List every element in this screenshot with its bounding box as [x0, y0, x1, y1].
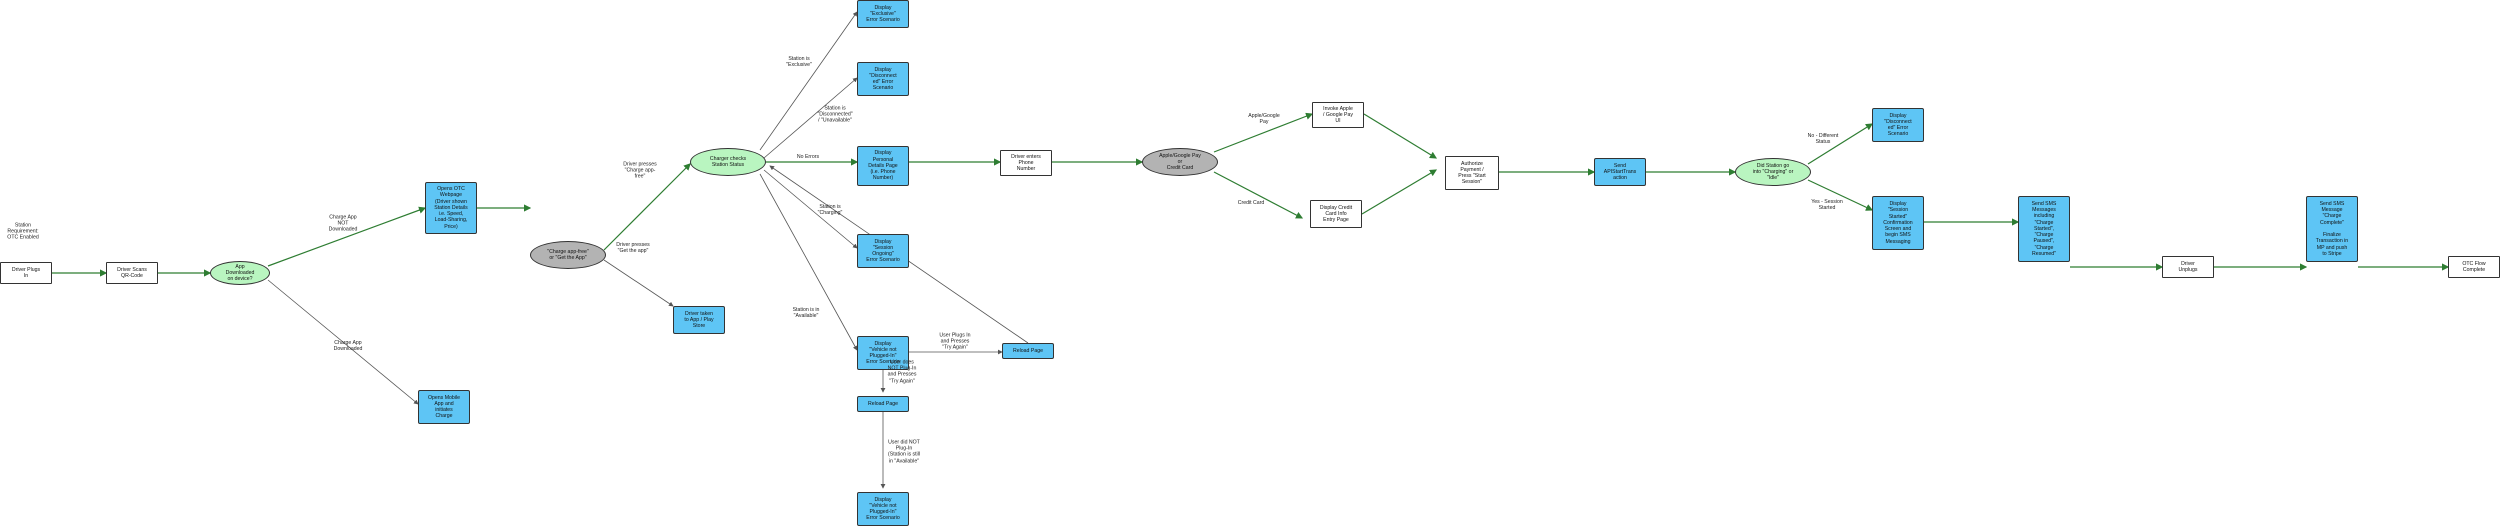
- label-no-different-status: No - Different Status: [1807, 132, 1839, 145]
- node-charger-checks-status: Charger checks Station Status: [690, 148, 766, 176]
- node-display-vehicle-not-plugged-error-2: Display "Vehicle not Plugged-In" Error S…: [857, 492, 909, 526]
- node-app-downloaded-decision: App Downloaded on device?: [210, 261, 270, 285]
- label-user-does-not-plug: User does NOT Plug-In and Presses "Try A…: [887, 359, 917, 385]
- node-display-personal-details: Display Personal Details Page (i.e. Phon…: [857, 146, 909, 186]
- node-opens-otc-webpage: Opens OTC Webpage (Driver shown Station …: [425, 182, 477, 234]
- label-driver-presses-get-app: Driver presses "Get the app": [616, 241, 650, 254]
- label-charge-app-not-downloaded: Charge App NOT Downloaded: [328, 214, 358, 234]
- edge-charge-app-free: [603, 163, 691, 251]
- label-station-available: Station is in "Available": [792, 306, 820, 319]
- node-invoke-apple-google-pay: Invoke Apple / Google Pay UI: [1312, 102, 1364, 128]
- label-credit-card: Credit Card: [1237, 199, 1265, 206]
- node-driver-unplugs: Driver Unplugs: [2162, 256, 2214, 278]
- label-station-charging: Station is "Charging": [817, 203, 843, 216]
- edge-get-the-app: [603, 259, 674, 307]
- edge-to-disconnected: [763, 77, 858, 159]
- node-did-station-go-charging: Did Station go into "Charging" or "Idle": [1735, 158, 1811, 186]
- node-reload-page-below: Reload Page: [857, 396, 909, 412]
- node-authorize-payment: Authorize Payment / Press "Start Session…: [1445, 156, 1499, 190]
- edge-app-not-downloaded: [267, 206, 427, 267]
- edge-to-session-started: [1807, 179, 1874, 211]
- node-send-sms-messages: Send SMS Messages including "Charge Star…: [2018, 196, 2070, 262]
- label-station-exclusive: Station is "Exclusive": [786, 55, 812, 68]
- node-charge-or-get-app-decision: "Charge app-free" or "Get the App": [530, 241, 606, 269]
- edge-to-disconnected-2: [1807, 123, 1874, 165]
- label-station-requirements: Station Requirement: OTC Enabled: [7, 222, 39, 242]
- node-display-credit-card-page: Display Credit Card Info Entry Page: [1310, 200, 1362, 228]
- node-pay-method-decision: Apple/Google Pay or Credit Card: [1142, 148, 1218, 176]
- node-reload-page-right: Reload Page: [1002, 343, 1054, 359]
- label-yes-session-started: Yes - Session Started: [1811, 198, 1843, 211]
- node-display-disconnected-error-2: Display "Disconnect ed" Error Scenario: [1872, 108, 1924, 142]
- node-driver-enters-phone: Driver enters Phone Number: [1000, 150, 1052, 176]
- edge-apple-to-authorize: [1363, 113, 1438, 159]
- node-driver-plugs-in: Driver Plugs In: [0, 262, 52, 284]
- label-apple-google-pay: Apple/Google Pay: [1248, 112, 1280, 125]
- edge-to-exclusive: [759, 11, 858, 151]
- node-otc-flow-complete: OTC Flow Complete: [2448, 256, 2500, 278]
- label-user-did-not-plug: User did NOT Plug-In (Station is still i…: [888, 439, 920, 465]
- label-driver-presses-charge: Driver presses "Charge app- free": [623, 161, 657, 181]
- node-display-vehicle-not-plugged-error: Display "Vehicle not Plugged-In" Error S…: [857, 336, 909, 370]
- node-opens-mobile-app: Opens Mobile App and initiates Charge: [418, 390, 470, 424]
- node-display-exclusive-error: Display "Exclusive" Error Scenario: [857, 0, 909, 28]
- node-display-session-started: Display "Session Started" Confirmation S…: [1872, 196, 1924, 250]
- label-no-errors: No Errors: [796, 153, 820, 160]
- label-user-plugs-in: User Plugs In and Presses "Try Again": [939, 332, 971, 352]
- edge-to-apple-pay: [1213, 112, 1314, 153]
- edge-to-credit-card: [1213, 171, 1304, 219]
- edge-to-session-ongoing: [763, 169, 858, 249]
- label-charge-app-downloaded: Charge App Downloaded: [333, 339, 363, 352]
- node-display-session-ongoing-error: Display "Session Ongoing" Error Scenario: [857, 234, 909, 268]
- node-send-sms-charge-complete: Send SMS Message "Charge Complete" Final…: [2306, 196, 2358, 262]
- node-driver-taken-app-store: Driver taken to App / Play Store: [673, 306, 725, 334]
- edge-app-downloaded: [267, 279, 419, 405]
- label-station-disconnected: Station is "Disconnected" / "Unavailable…: [817, 105, 853, 125]
- node-display-disconnected-error: Display "Disconnect ed" Error Scenario: [857, 62, 909, 96]
- edge-card-to-authorize: [1361, 169, 1438, 215]
- edge-to-vehicle-not-plugged: [759, 173, 858, 351]
- node-driver-scans-qr: Driver Scans QR-Code: [106, 262, 158, 284]
- node-send-api-start-transaction: Send APIStartTrans action: [1594, 158, 1646, 186]
